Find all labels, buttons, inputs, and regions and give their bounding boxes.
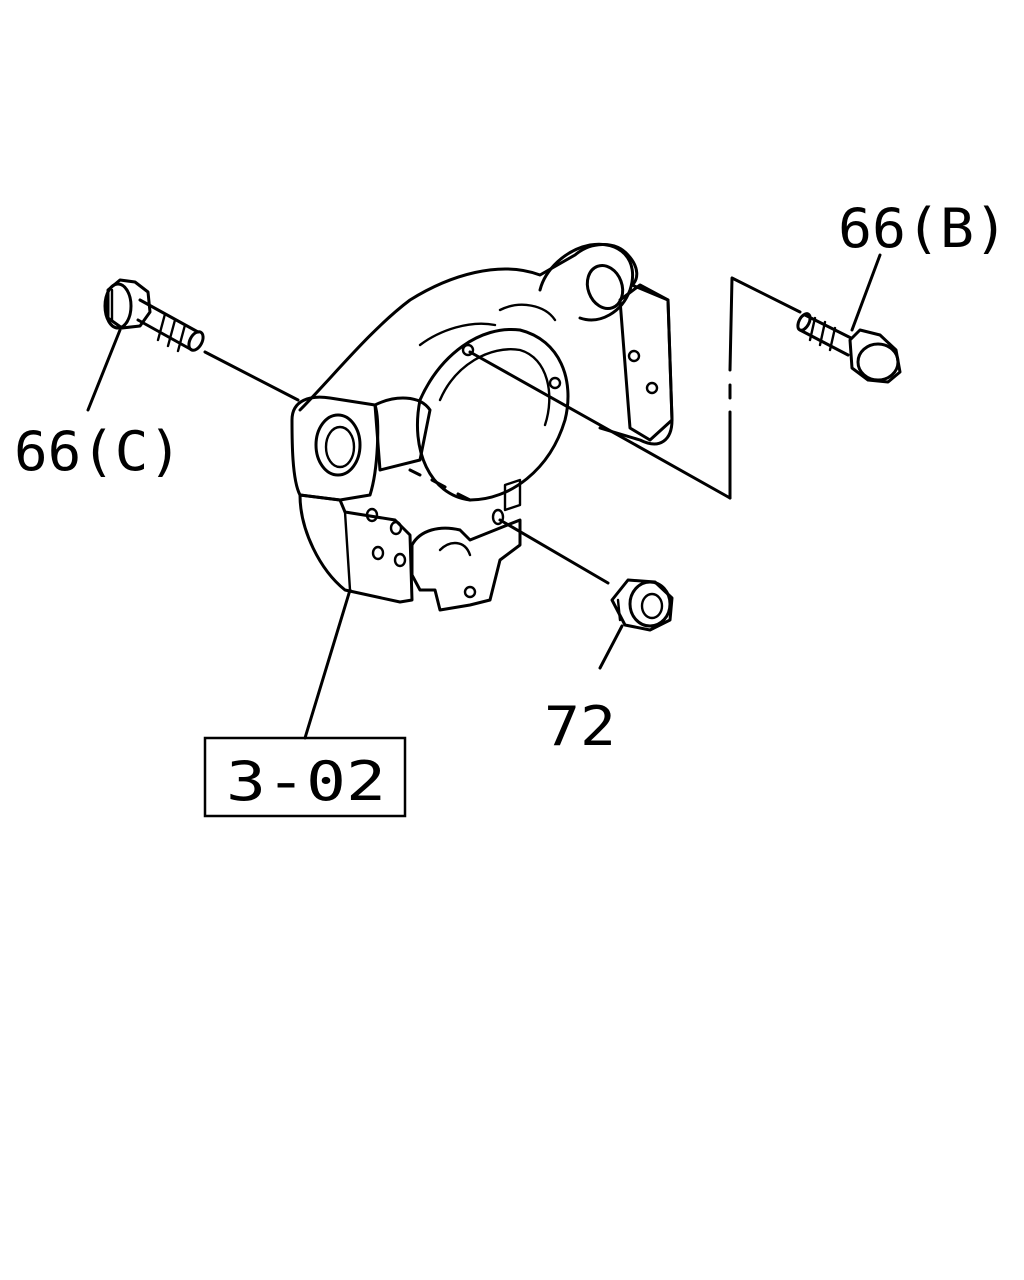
callout-72: 72: [544, 695, 616, 758]
reference-box-3-02: [203, 736, 407, 818]
leader-lines: [86, 253, 882, 740]
callout-66c: 66(C): [14, 420, 182, 483]
nut-72: [408, 468, 674, 632]
mounting-bracket: [290, 242, 674, 612]
callout-3-02: 3-02: [226, 750, 386, 813]
bolt-66b: [468, 276, 902, 500]
callout-66b: 66(B): [838, 197, 1008, 260]
bolt-66c: [103, 278, 300, 402]
